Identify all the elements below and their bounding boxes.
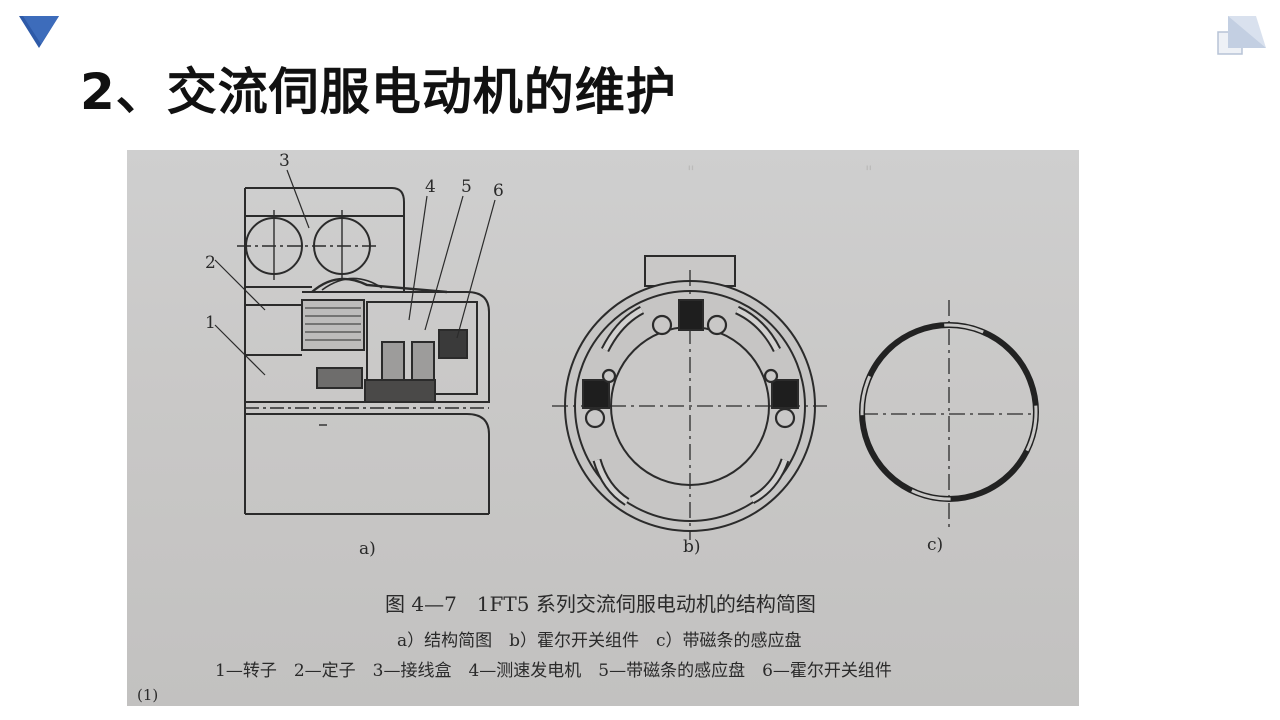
part-label-4: 4	[425, 177, 436, 197]
triangle-marker-icon	[19, 16, 59, 48]
part-label-1: 1	[205, 313, 216, 333]
figure-caption: 图 4—7 1FT5 系列交流伺服电动机的结构简图	[385, 592, 816, 616]
figure-photo: " "	[127, 150, 1079, 706]
part-label-5: 5	[461, 177, 472, 197]
sub-label-a: a)	[359, 539, 376, 559]
sub-label-b: b)	[683, 537, 701, 557]
page-fragment: (1)	[137, 686, 159, 704]
figure-subcaption: a）结构简图 b）霍尔开关组件 c）带磁条的感应盘	[397, 631, 802, 651]
motor-diagram: 3 4 5 6 2 1 a) b) c)	[205, 151, 1039, 559]
figure-legend: 1—转子 2—定子 3—接线盒 4—测速发电机 5—带磁条的感应盘 6—霍尔开关…	[215, 661, 892, 681]
part-label-6: 6	[493, 181, 504, 201]
page-corner-icon	[1217, 16, 1266, 55]
part-label-2: 2	[205, 253, 216, 273]
sub-label-c: c)	[927, 535, 943, 555]
part-label-3: 3	[279, 151, 290, 171]
slide-title: 2、交流伺服电动机的维护	[80, 63, 677, 121]
